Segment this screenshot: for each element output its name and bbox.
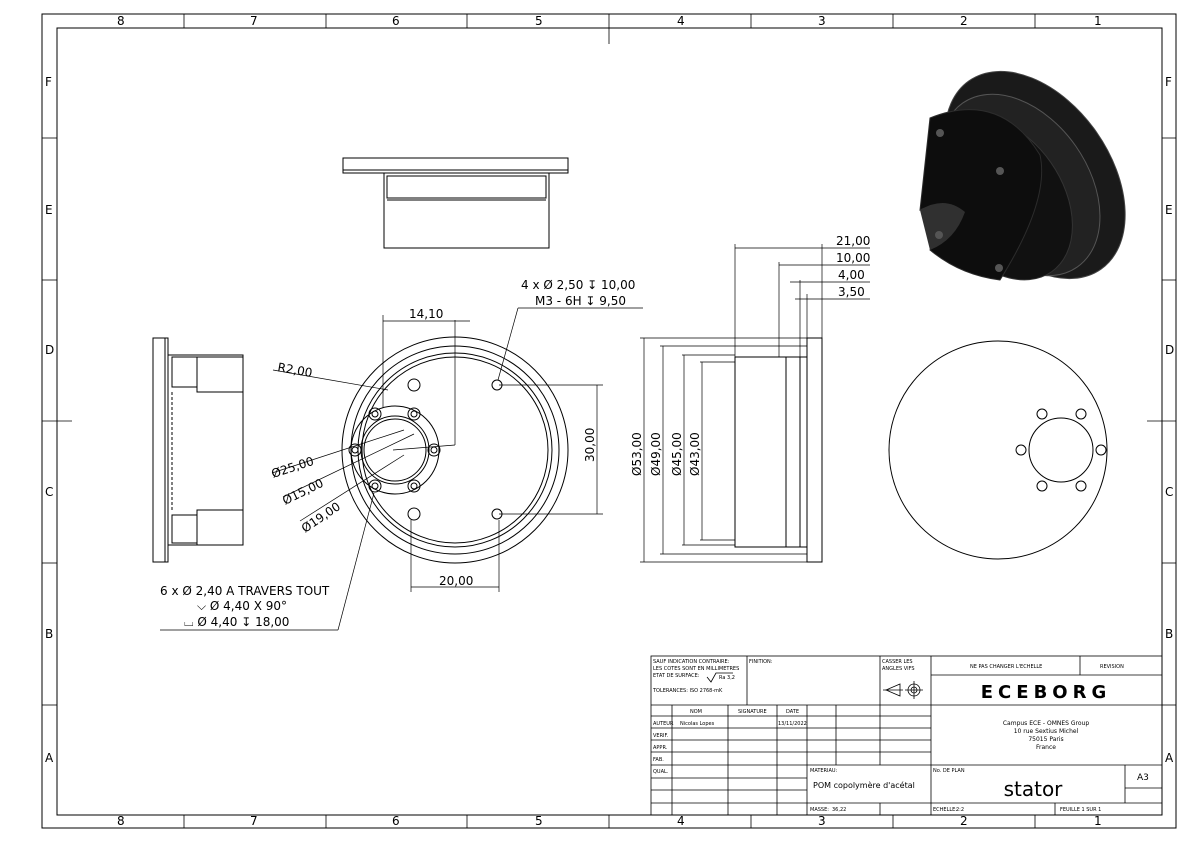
dim-20: 20,00 [439, 574, 473, 588]
zone-col-6: 6 [392, 14, 400, 28]
sheet-label: FEUILLE 1 SUR 1 [1060, 807, 1101, 813]
zone-row-a-right: A [1165, 751, 1174, 765]
zone-col-1-bottom: 1 [1094, 814, 1102, 828]
dim-dia-53: Ø53,00 [630, 432, 644, 476]
zone-col-3-bottom: 3 [818, 814, 826, 828]
edges-label-1: CASSER LES [882, 659, 913, 665]
revision-label: REVISION [1100, 664, 1124, 670]
zone-col-2-bottom: 2 [960, 814, 968, 828]
inner-border [56, 27, 1163, 816]
dim-3-5: 3,50 [838, 285, 865, 299]
zone-row-e: E [45, 203, 53, 217]
zone-row-b: B [45, 627, 53, 641]
plan-no-label: No. DE PLAN [933, 768, 965, 774]
company-logo: ECEBORG [981, 682, 1111, 703]
zone-row-b-right: B [1165, 627, 1173, 641]
finition-label: FINITION: [749, 659, 773, 665]
tolerances-note: TOLERANCES: ISO 2768-mK [652, 688, 723, 694]
zone-col-2: 2 [960, 14, 968, 28]
part-name: stator [1004, 777, 1064, 801]
material-value: POM copolymère d'acétal [813, 780, 915, 790]
thru-note-line-2: ⌵ Ø 4,40 X 90° [197, 599, 287, 613]
dim-dia-25: Ø25,00 [270, 454, 316, 481]
front-view [341, 320, 569, 564]
dim-14-10: 14,10 [409, 307, 443, 321]
zone-row-c: C [45, 485, 53, 499]
row-fab: FAB. [653, 757, 664, 763]
address-line-2: 10 rue Sextius Michel [1014, 728, 1079, 735]
zone-col-7: 7 [250, 14, 258, 28]
zone-row-f-right: F [1165, 75, 1172, 89]
mass-value: 36,22 [832, 807, 846, 813]
zone-col-5: 5 [535, 14, 543, 28]
dim-30: 30,00 [583, 428, 597, 462]
scale-value: 2:2 [956, 807, 964, 813]
zone-col-4: 4 [677, 14, 685, 28]
zone-labels-left: F E D C B A [45, 75, 54, 765]
general-note-2: LES COTES SONT EN MILLIMETRES [653, 666, 739, 672]
address-line-1: Campus ECE - OMNES Group [1003, 720, 1089, 727]
zone-row-e-right: E [1165, 203, 1173, 217]
zone-labels-bottom: 8 7 6 5 4 3 2 1 [117, 814, 1102, 828]
row-auteur: AUTEUR [653, 721, 674, 727]
row-verif: VERIF. [653, 733, 669, 739]
zone-col-1: 1 [1094, 14, 1102, 28]
zone-ticks [42, 14, 1176, 828]
isometric-render [919, 70, 1126, 281]
zone-row-f: F [45, 75, 52, 89]
zone-col-7-bottom: 7 [250, 814, 258, 828]
dim-10: 10,00 [836, 251, 870, 265]
sheet-size: A3 [1137, 773, 1149, 783]
zone-col-5-bottom: 5 [535, 814, 543, 828]
hole-note-line-2: M3 - 6H ↧ 9,50 [535, 294, 626, 308]
address-line-4: France [1036, 744, 1056, 751]
dim-dia-45: Ø45,00 [670, 432, 684, 476]
author-date: 13/11/2022 [778, 721, 807, 727]
zone-labels-right: F E D C B A [1165, 75, 1174, 765]
zone-row-a: A [45, 751, 54, 765]
material-label: MATERIAU: [810, 768, 838, 774]
dim-dia-15: Ø15,00 [280, 476, 326, 508]
zone-col-8-bottom: 8 [117, 814, 125, 828]
front-view-dimension-lines [160, 307, 643, 631]
address-line-3: 75015 Paris [1028, 736, 1063, 743]
zone-col-4-bottom: 4 [677, 814, 685, 828]
zone-row-d-right: D [1165, 343, 1174, 357]
back-view [888, 340, 1108, 560]
zone-row-d: D [45, 343, 54, 357]
col-signature: SIGNATURE [738, 709, 767, 715]
left-side-view [152, 337, 244, 563]
thru-note-line-3: ⌴ Ø 4,40 ↧ 18,00 [184, 615, 289, 629]
row-appr: APPR. [653, 745, 668, 751]
dim-4: 4,00 [838, 268, 865, 282]
general-note-1: SAUF INDICATION CONTRAIRE: [653, 659, 730, 665]
title-block [650, 655, 1163, 816]
hole-note-line-1: 4 x Ø 2,50 ↧ 10,00 [521, 278, 635, 292]
roughness-value: Ra 3,2 [719, 675, 735, 681]
side-section-view [734, 337, 823, 563]
dim-21: 21,00 [836, 234, 870, 248]
dim-dia-49: Ø49,00 [649, 432, 663, 476]
side-view-dimension-lines [640, 244, 870, 563]
zone-labels-top: 8 7 6 5 4 3 2 1 [117, 14, 1102, 28]
zone-col-6-bottom: 6 [392, 814, 400, 828]
no-scale-label: NE PAS CHANGER L'ECHELLE [970, 664, 1042, 670]
top-view [342, 157, 569, 249]
general-note-3: ETAT DE SURFACE: [653, 673, 700, 679]
col-date: DATE [786, 709, 799, 715]
author-name: Nicolas Lopes [680, 721, 715, 727]
dim-r2: R2,00 [276, 360, 313, 380]
thru-note-line-1: 6 x Ø 2,40 A TRAVERS TOUT [160, 584, 330, 598]
scale-label: ECHELLE: [933, 807, 957, 813]
row-qual: QUAL. [653, 769, 669, 775]
zone-col-8: 8 [117, 14, 125, 28]
dim-dia-43: Ø43,00 [688, 432, 702, 476]
mass-label: MASSE: [810, 807, 829, 813]
zone-col-3: 3 [818, 14, 826, 28]
edges-label-2: ANGLES VIFS [882, 666, 915, 672]
col-nom: NOM [690, 709, 702, 715]
zone-row-c-right: C [1165, 485, 1173, 499]
